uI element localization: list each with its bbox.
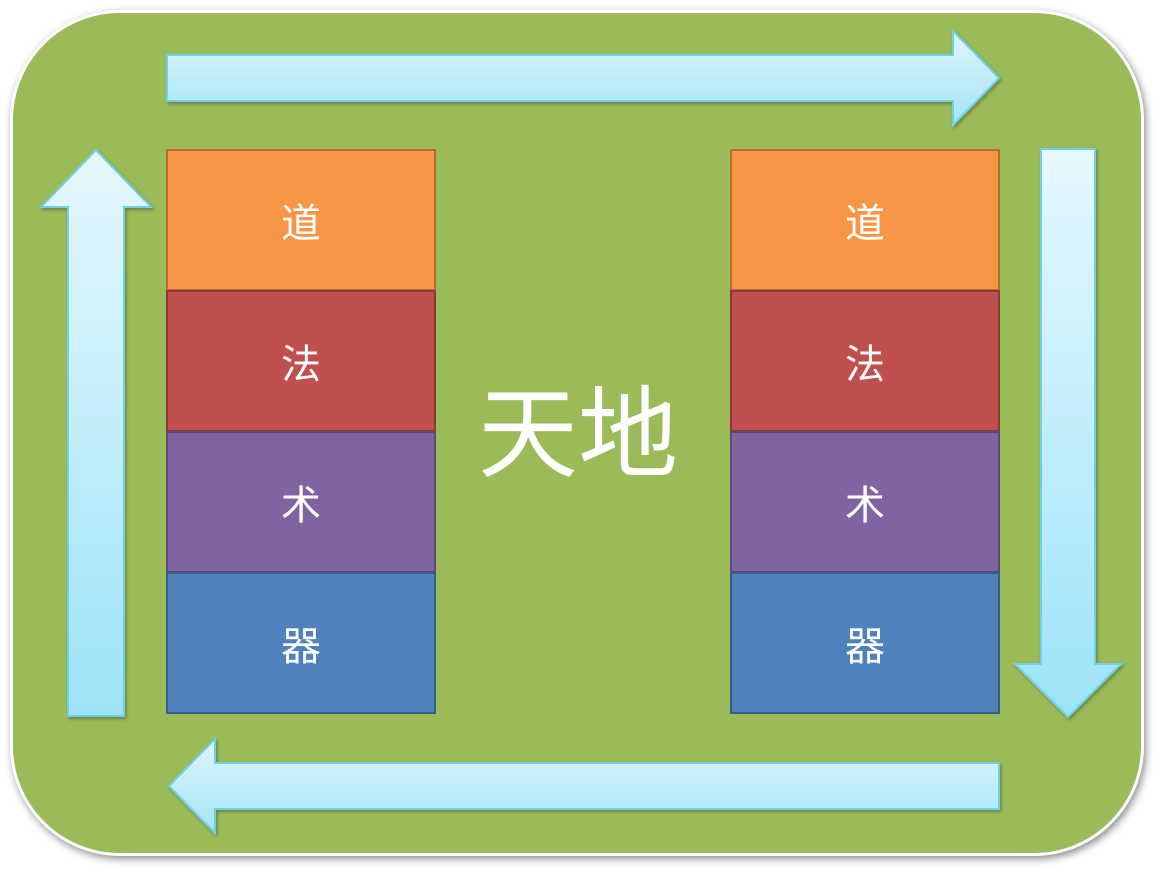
right-stack: 道 法 术 器	[730, 149, 1000, 714]
center-title: 天地	[478, 376, 678, 493]
right-block-qi: 器	[730, 572, 1000, 714]
right-block-dao: 道	[730, 149, 1000, 291]
left-block-qi: 器	[166, 572, 436, 714]
left-block-dao: 道	[166, 149, 436, 291]
arrow-up	[38, 148, 154, 717]
left-block-shu: 术	[166, 431, 436, 573]
right-block-shu: 术	[730, 431, 1000, 573]
right-block-fa: 法	[730, 290, 1000, 432]
arrow-down	[1012, 148, 1124, 719]
arrow-right	[166, 28, 1001, 128]
left-block-fa: 法	[166, 290, 436, 432]
arrow-left	[167, 736, 1000, 836]
left-stack: 道 法 术 器	[166, 149, 436, 714]
